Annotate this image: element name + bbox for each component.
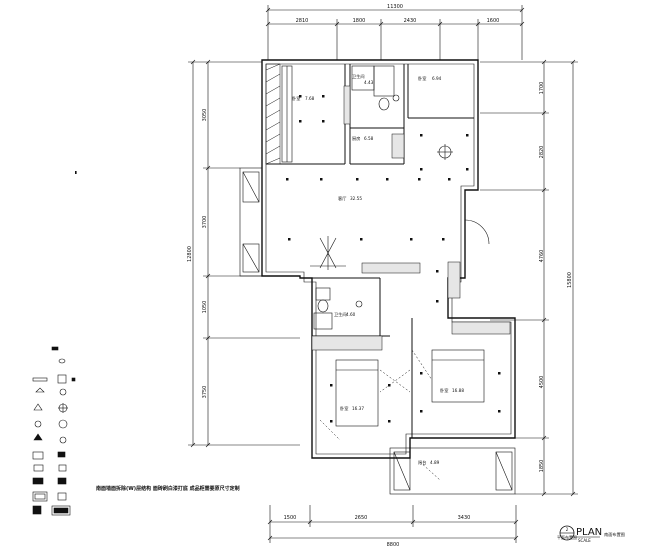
room-name-4: 厨房: [352, 135, 360, 142]
right-dimension-chain: [480, 59, 578, 497]
legend: [32, 346, 76, 516]
bottom-dimension-2: 2650: [355, 515, 368, 521]
entrance-door: [464, 219, 490, 245]
left-total-dimension: 12800: [187, 246, 193, 262]
spotlight-icon: [33, 433, 67, 444]
small-mark: [75, 171, 77, 174]
right-dimension-5: 1850: [539, 460, 545, 473]
left-dimension-3: 1050: [202, 301, 208, 314]
built-in-cabinets: [311, 85, 511, 351]
top-dimension-chain: [265, 5, 525, 60]
title-sub-label: 平面布置图: [557, 534, 577, 540]
room-name-1: 卧室: [292, 95, 300, 102]
fan-icon: [34, 419, 68, 429]
phone-icon: [33, 464, 67, 472]
downlight-icon: [35, 387, 67, 396]
left-dimension-1: 3050: [202, 109, 208, 122]
top-dimension-1: 2810: [296, 18, 309, 24]
room-area-4: 6.58: [364, 136, 374, 141]
right-dimension-2: 2820: [539, 146, 545, 159]
bottom-balcony: [389, 447, 516, 495]
ceiling-lamps: [310, 144, 453, 270]
network-icon: [32, 477, 67, 485]
room-area-8: 16.88: [452, 388, 464, 393]
room-name-7: 卧室: [340, 405, 348, 412]
left-dimension-2: 3700: [202, 216, 208, 229]
right-total-dimension: 15800: [567, 272, 573, 288]
room-name-8: 卧室: [440, 387, 448, 394]
bottom-dimension-3: 3430: [458, 515, 471, 521]
left-wall-hatch: [265, 63, 281, 165]
switch-icon: [32, 374, 76, 384]
top-dimension-2: 1800: [353, 18, 366, 24]
drawing-note: 南面墙面拆除(W)层结构 面砖刷白漆打底 成品柜需要原尺寸定制: [96, 485, 240, 492]
title-word: PLAN: [576, 527, 602, 538]
title-caption: 南面布置图: [604, 531, 625, 538]
ac-icon: [32, 491, 67, 502]
title-scale-label: SCALE: [578, 538, 591, 543]
top-bathroom-fixtures: [351, 65, 400, 111]
bottom-dimension-1: 1500: [284, 515, 297, 521]
room-area-9: 4.89: [430, 460, 440, 465]
room-name-2: 卫生间: [352, 73, 365, 80]
room-name-9: 阳台: [418, 459, 426, 466]
top-dimension-4: 1600: [487, 18, 500, 24]
heater-icon: [32, 505, 71, 516]
left-dimension-chain: [188, 59, 300, 448]
ceiling-dashed-lines: [319, 349, 441, 481]
room-area-3: 6.94: [432, 76, 442, 81]
left-dimension-4: 3750: [202, 386, 208, 399]
top-total-dimension: 11300: [387, 4, 403, 10]
right-dimension-4: 4500: [539, 376, 545, 389]
room-area-2: 4.43: [364, 80, 374, 85]
tv-icon: [32, 451, 66, 460]
lamp-icon: [58, 358, 66, 364]
ceiling-light-icon: [33, 403, 68, 413]
room-name-6: 卫生间: [334, 311, 347, 318]
room-name-3: 卧室: [418, 75, 426, 82]
bottom-total-dimension: 8800: [387, 542, 400, 548]
room-name-5: 客厅: [338, 195, 346, 202]
exterior-walls: [261, 59, 516, 459]
right-dimension-1: 1700: [539, 82, 545, 95]
room-area-7: 16.37: [352, 406, 364, 411]
beds: [335, 349, 485, 427]
title-block: 2 平面布置图 PLAN SCALE 南面布置图: [557, 525, 625, 543]
room-area-1: 7.68: [305, 96, 315, 101]
socket-icon: [51, 346, 59, 351]
title-number: 2: [566, 527, 569, 532]
top-left-bedroom-fixtures: [281, 65, 293, 163]
room-labels: 卧室 7.68 卫生间 4.43 卧室 6.94 厨房 6.58 客厅 32.5…: [292, 73, 464, 466]
interior-walls: [266, 64, 474, 438]
bottom-dimension-chain: [267, 505, 519, 543]
top-dimension-3: 2430: [404, 18, 417, 24]
room-area-5: 32.55: [350, 196, 362, 201]
right-dimension-3: 4760: [539, 250, 545, 263]
room-area-6: 4.60: [346, 312, 356, 317]
left-balcony: [239, 167, 263, 277]
middle-bathroom-fixtures: [313, 287, 363, 330]
